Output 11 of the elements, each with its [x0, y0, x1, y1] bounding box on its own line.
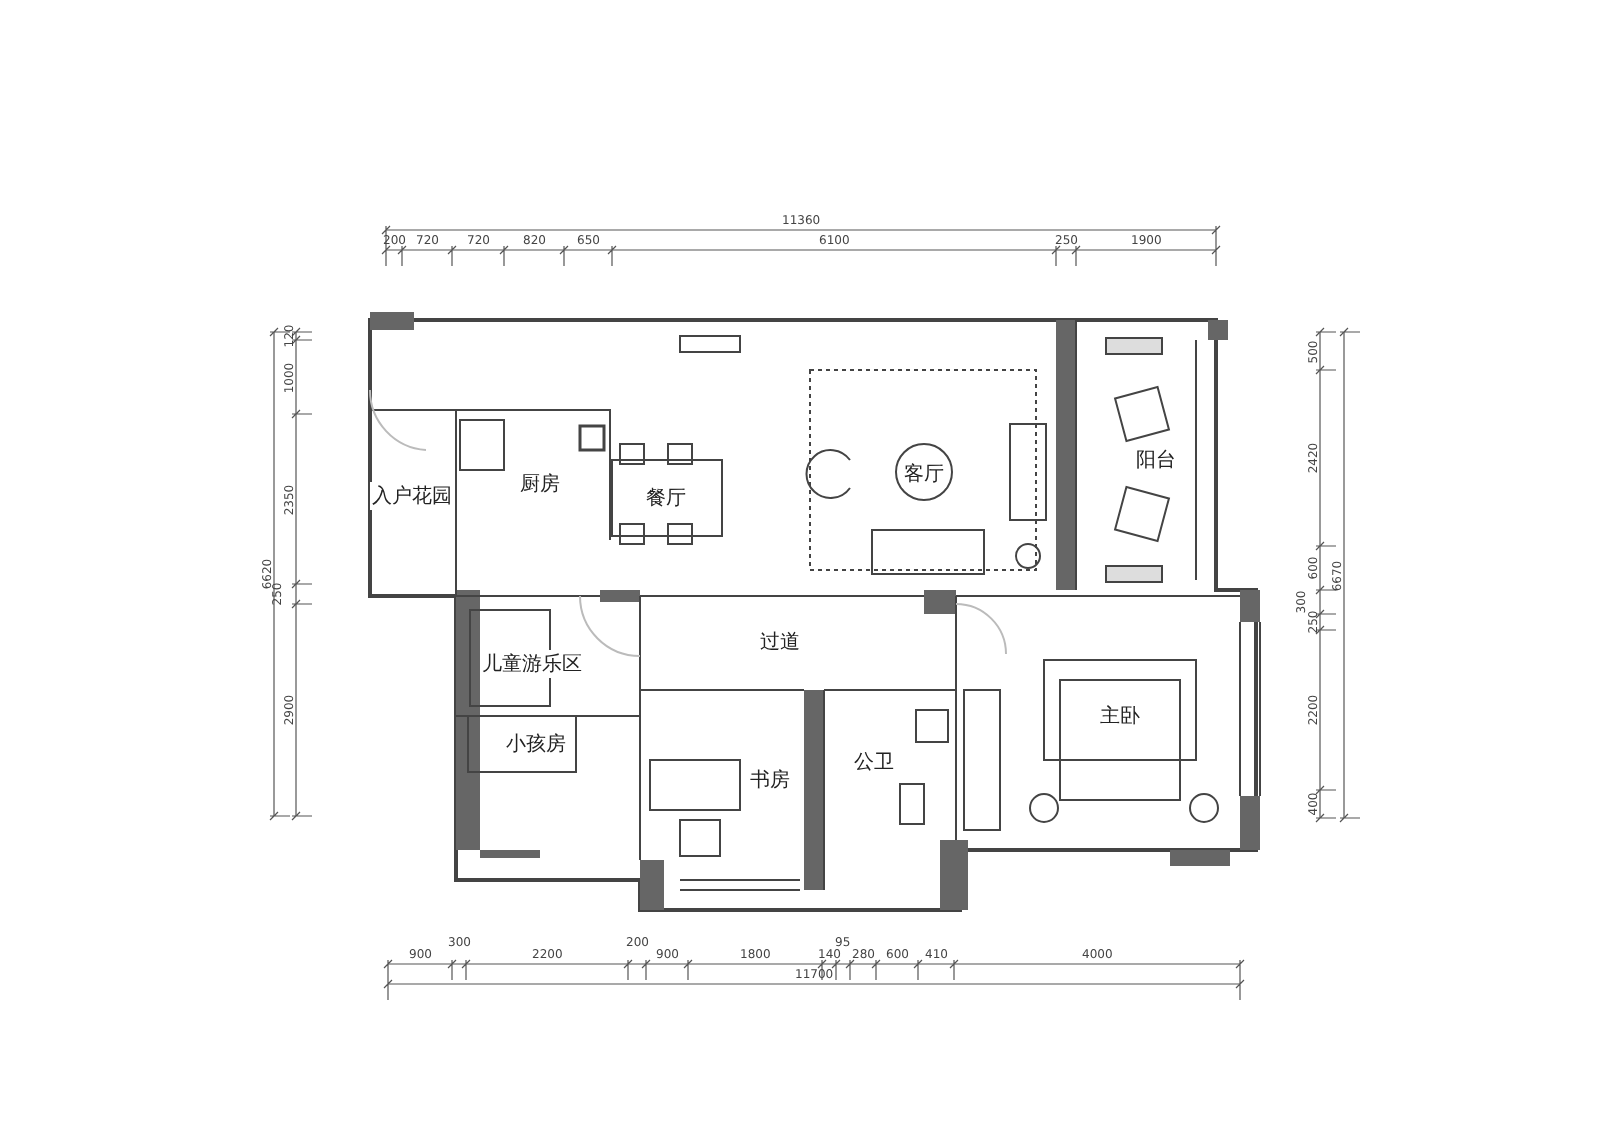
- room-label: 儿童游乐区: [480, 650, 584, 678]
- room-label: 小孩房: [504, 730, 568, 758]
- room-label: 书房: [748, 766, 792, 794]
- room-label: 厨房: [518, 470, 562, 498]
- room-label: 过道: [758, 628, 802, 656]
- room-label: 客厅: [902, 460, 946, 488]
- room-label: 入户花园: [370, 482, 454, 510]
- room-label: 主卧: [1098, 702, 1142, 730]
- room-label: 阳台: [1134, 446, 1178, 474]
- room-label: 公卫: [852, 748, 896, 776]
- room-label: 餐厅: [644, 484, 688, 512]
